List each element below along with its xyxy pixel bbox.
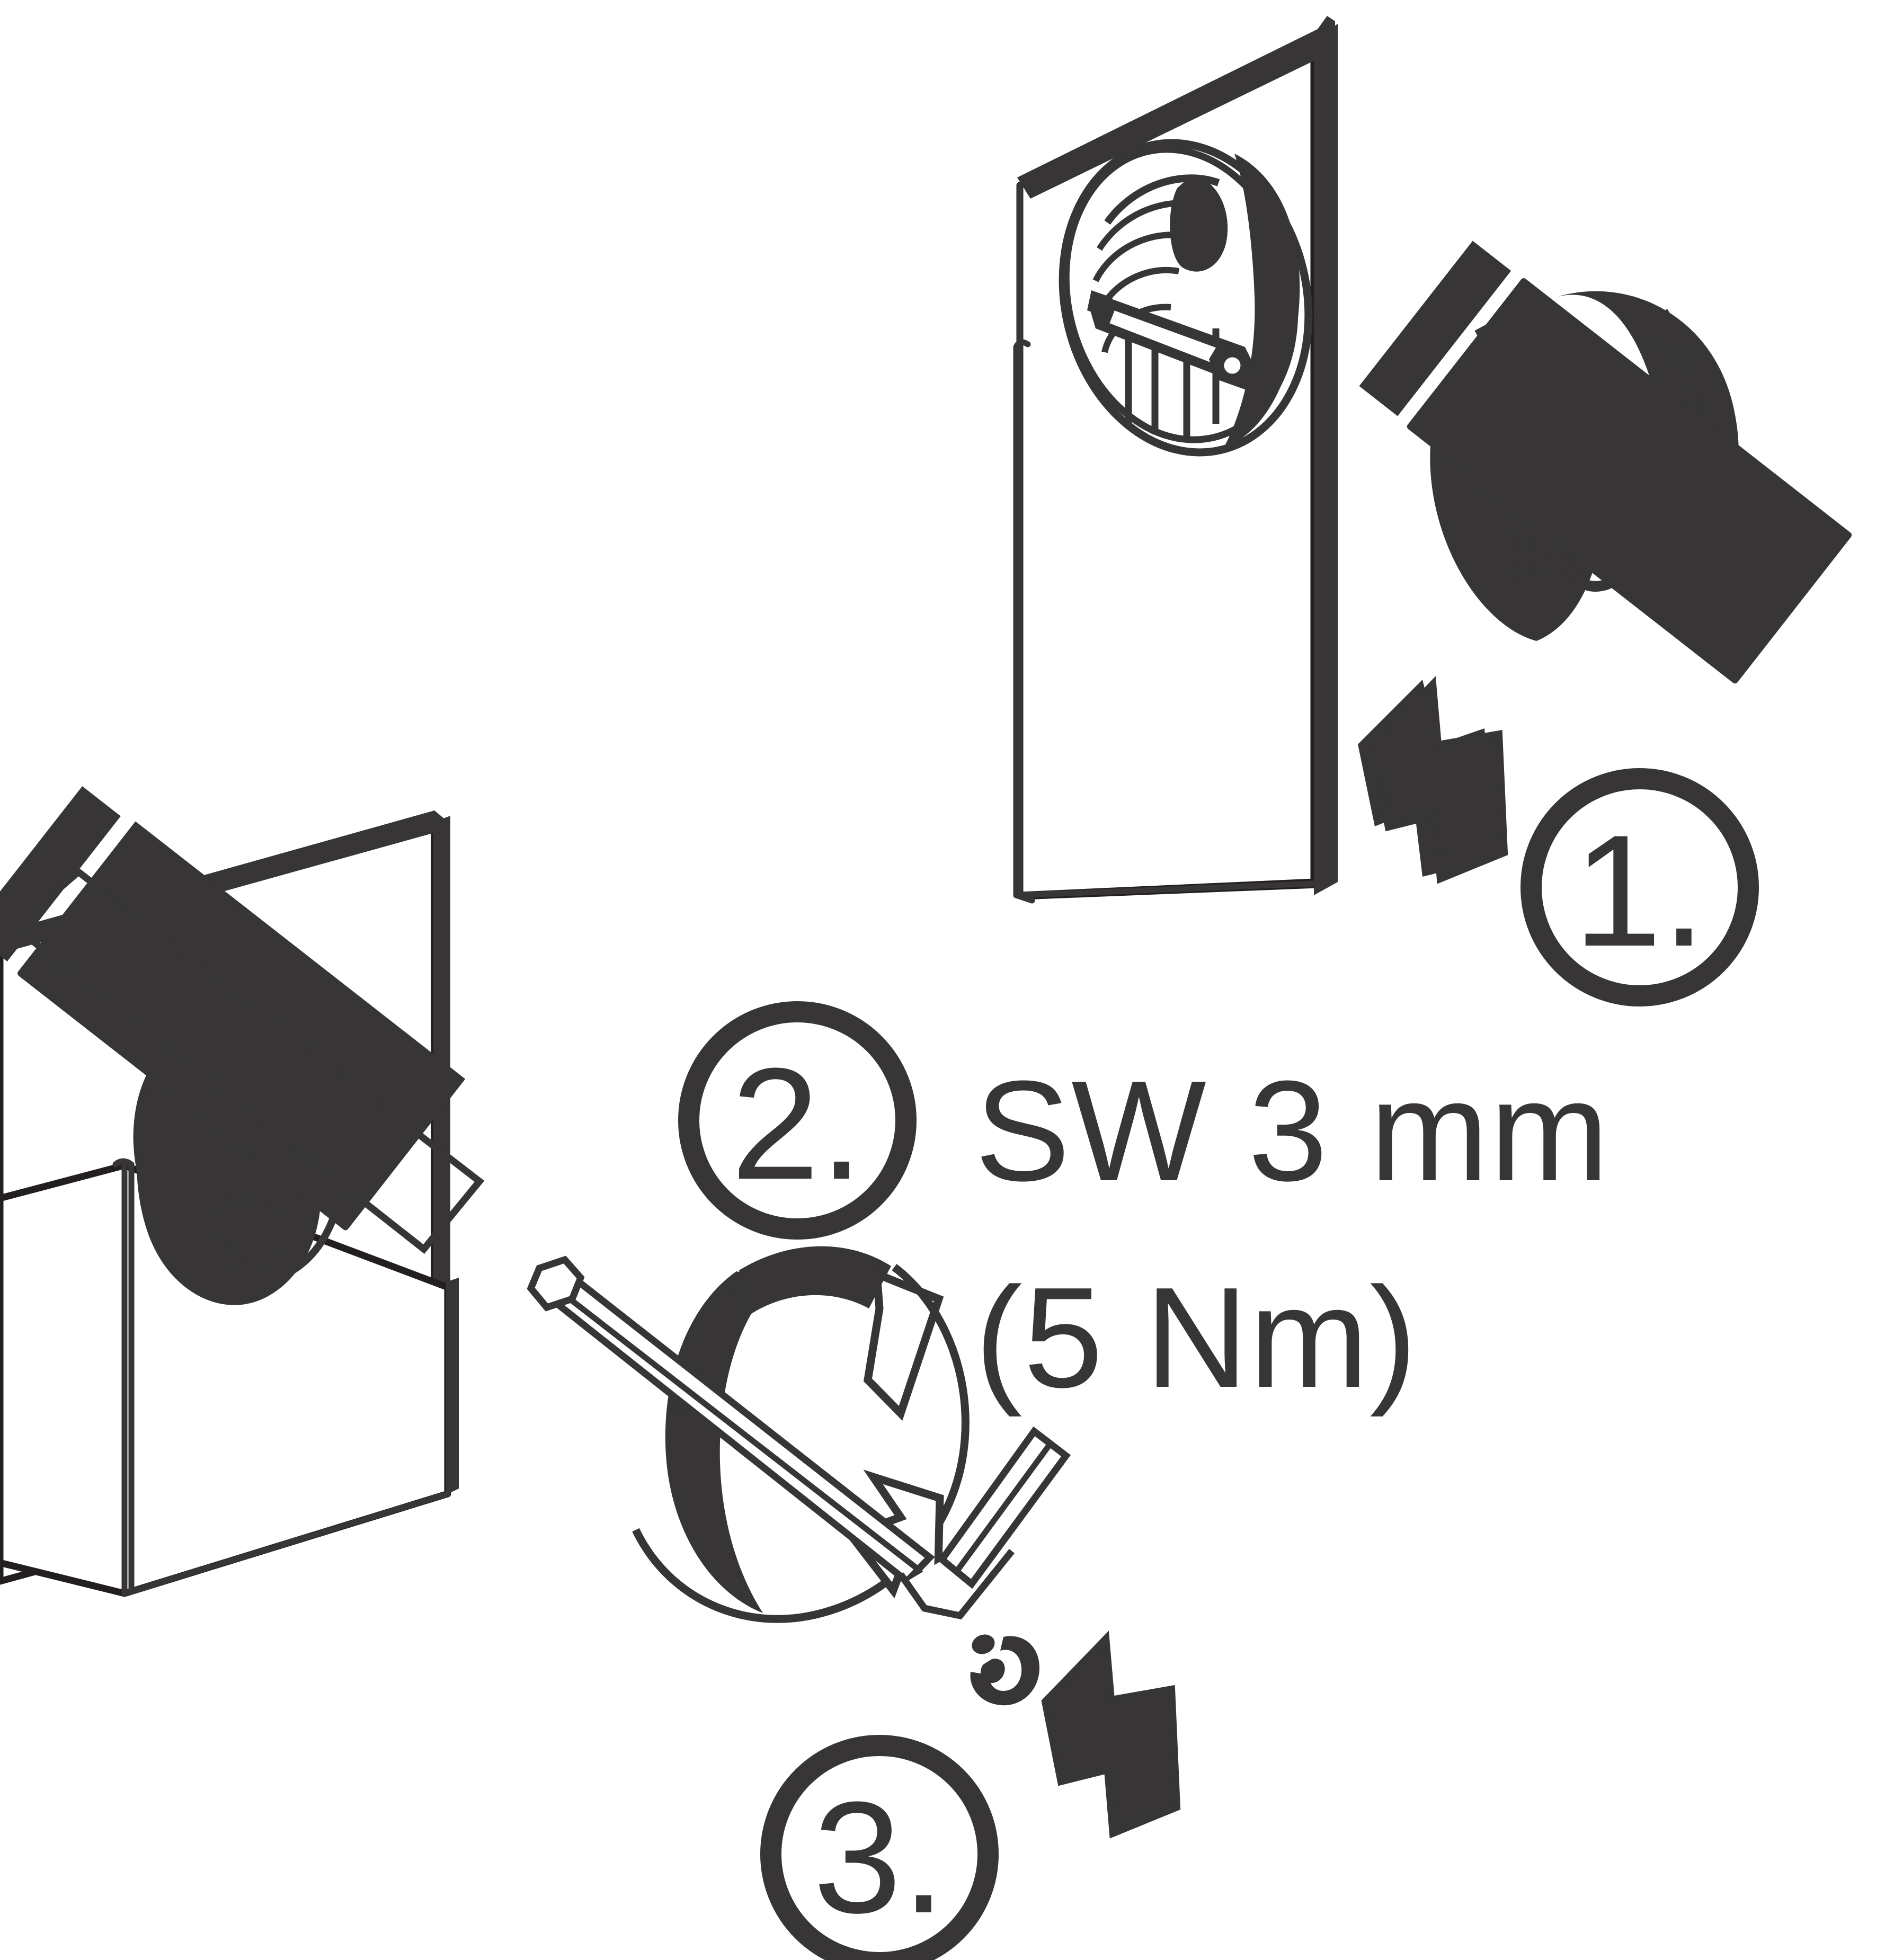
step-badge-3-ring [760,1735,999,1960]
wall-mounting-plate-top [1013,16,1338,904]
torque-label: (5 Nm) [975,1258,1418,1418]
arrow-up-left-icon-1 [1358,676,1508,884]
circular-mount-bracket-top [1059,139,1313,457]
step-badge-1-label: 1. [1573,801,1706,979]
shower-holder-bar-top [1359,240,1852,684]
hex-key-icon [527,1255,1071,1620]
step-badge-2: 2. [678,1001,917,1240]
step-badge-3-label: 3. [813,1768,946,1946]
tool-size-label: SW 3 mm [975,1052,1610,1211]
step-badge-2-ring [678,1001,917,1240]
step-badge-1: 1. [1520,768,1759,1006]
step-badge-3: 3. [760,1735,999,1960]
step-2-illustration [527,1246,1181,1839]
step-3-illustration [0,786,485,1597]
arrow-up-left-icon-2 [1041,1631,1181,1839]
shower-holder-bar-bottom [0,786,485,1254]
step-badge-1-ring [1520,768,1759,1006]
screw-turn-icon [970,1634,1039,1706]
step-badge-2-label: 2. [731,1035,864,1213]
step-1-illustration [1013,16,1852,904]
set-screw [1087,290,1257,390]
